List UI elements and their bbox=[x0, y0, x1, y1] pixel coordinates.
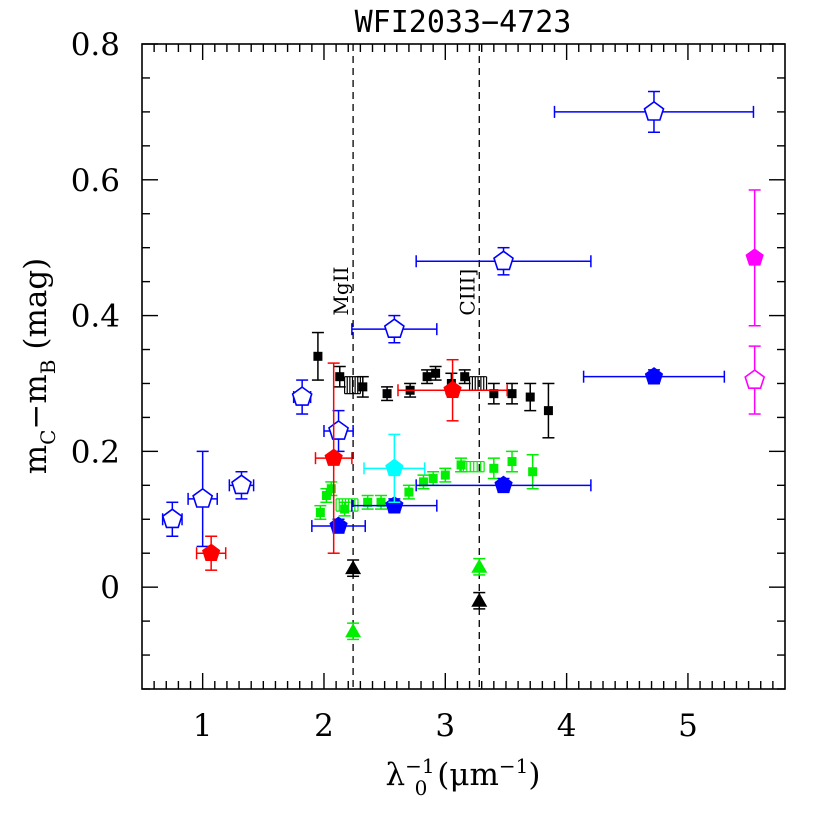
y-label-sub2: B bbox=[36, 359, 60, 374]
y-label-unit: (mag) bbox=[18, 258, 54, 360]
data-point-pentagon-open bbox=[493, 250, 514, 271]
y-label-m1: m bbox=[18, 445, 54, 474]
data-point-pentagon bbox=[202, 543, 221, 561]
data-point-square bbox=[528, 467, 538, 477]
data-point-triangle bbox=[345, 623, 362, 638]
y-tick-label: 0.2 bbox=[71, 434, 120, 470]
data-point-square bbox=[431, 368, 441, 378]
plot-border bbox=[141, 43, 786, 690]
reference-line-label: MgII bbox=[329, 266, 353, 315]
y-tick-label: 0.6 bbox=[71, 163, 120, 199]
data-point-square bbox=[418, 477, 428, 487]
data-point-square bbox=[404, 487, 414, 497]
data-point-square bbox=[507, 389, 517, 399]
data-point-pentagon-open bbox=[643, 100, 665, 121]
x-label-unit-sup: −1 bbox=[499, 754, 528, 778]
x-label-unit: (μm bbox=[427, 757, 499, 793]
data-point-triangle bbox=[471, 592, 488, 607]
data-point-pentagon-open bbox=[383, 318, 405, 339]
x-label-main: λ bbox=[386, 757, 406, 793]
data-point-square bbox=[456, 460, 466, 470]
data-point-square bbox=[326, 484, 336, 494]
data-point-square bbox=[422, 372, 432, 382]
x-tick-label: 5 bbox=[678, 708, 698, 744]
data-point-square bbox=[358, 382, 368, 392]
y-tick-label: 0.8 bbox=[71, 27, 120, 63]
data-point-pentagon bbox=[644, 367, 664, 385]
data-point-pentagon bbox=[324, 448, 343, 466]
data-point-triangle bbox=[345, 560, 362, 575]
data-point-pentagon bbox=[494, 475, 513, 494]
data-point-square bbox=[428, 474, 438, 484]
reference-line-label: CIII] bbox=[455, 269, 479, 316]
plot-frame bbox=[141, 43, 786, 690]
data-point-square bbox=[543, 406, 553, 416]
reference-lines: MgII CIII] bbox=[329, 44, 480, 689]
x-tick-label: 2 bbox=[314, 708, 334, 744]
data-point-square bbox=[507, 457, 517, 467]
data-point-square bbox=[376, 497, 386, 507]
x-label-sub: 0 bbox=[415, 776, 428, 800]
y-label-sub1: C bbox=[36, 430, 60, 445]
data-point-triangle bbox=[471, 558, 488, 573]
tick-labels: 1 2 3 4 5 0 0.2 0.4 0.6 0.8 bbox=[71, 27, 698, 744]
x-tick-label: 3 bbox=[435, 708, 455, 744]
data-point-pentagon-open bbox=[231, 474, 252, 495]
data-point-pentagon-open bbox=[744, 369, 766, 390]
data-point-square bbox=[460, 372, 470, 382]
x-tick-label: 4 bbox=[557, 708, 577, 744]
data-point-square bbox=[382, 389, 392, 399]
data-point-square bbox=[340, 504, 350, 514]
data-point-pentagon-open bbox=[161, 508, 183, 529]
data-point-square bbox=[313, 351, 323, 361]
data-point-pentagon-open bbox=[328, 420, 350, 440]
data-point-square bbox=[489, 463, 499, 473]
data-marks bbox=[161, 90, 766, 641]
data-point-square bbox=[315, 507, 325, 517]
chart-title: WFI2033−4723 bbox=[355, 5, 572, 40]
data-point-square bbox=[489, 389, 499, 399]
data-point-square bbox=[440, 470, 450, 480]
data-point-pentagon-open bbox=[291, 386, 313, 406]
y-axis-label: mC−mB (mag) bbox=[18, 258, 60, 475]
data-point-pentagon-open bbox=[192, 487, 214, 508]
y-tick-label: 0.4 bbox=[71, 299, 120, 335]
y-tick-label: 0 bbox=[100, 570, 120, 606]
x-tick-label: 1 bbox=[193, 708, 213, 744]
axis-ticks bbox=[142, 43, 785, 690]
data-point-pentagon bbox=[385, 496, 404, 514]
data-point-square bbox=[335, 372, 345, 382]
data-point-pentagon bbox=[745, 248, 764, 266]
data-point-pentagon bbox=[385, 458, 404, 477]
x-label-close: ) bbox=[528, 757, 540, 793]
data-point-pentagon bbox=[443, 380, 462, 398]
data-point-square bbox=[525, 392, 535, 402]
x-label-sup: −1 bbox=[405, 754, 434, 778]
data-point-square bbox=[363, 497, 373, 507]
y-label-minus: −m bbox=[18, 374, 54, 429]
